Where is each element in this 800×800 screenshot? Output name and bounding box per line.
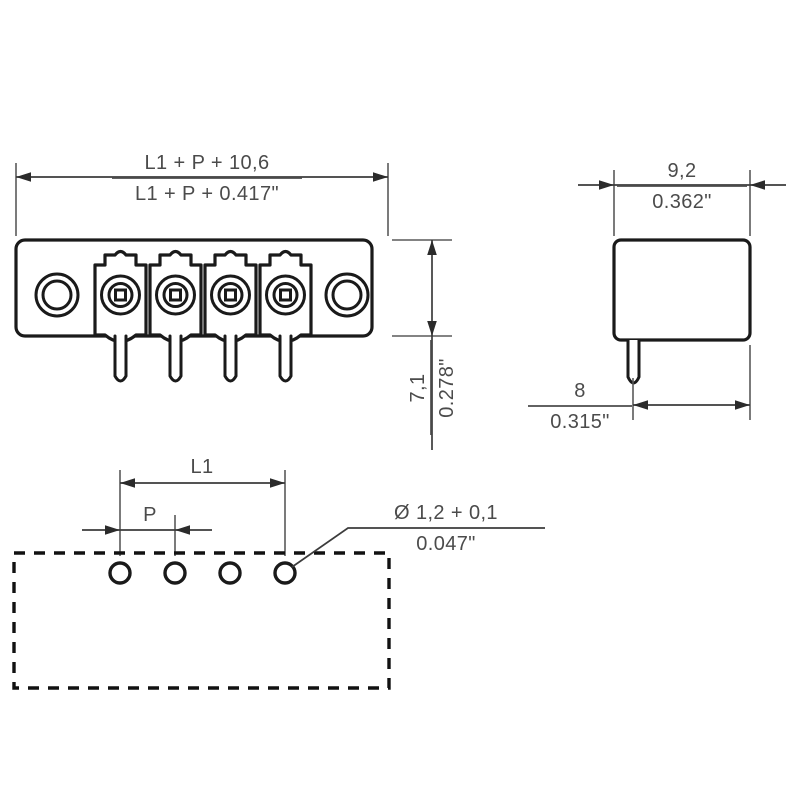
pole-4 xyxy=(258,249,313,344)
hole-diameter-metric-label: Ø 1,2 + 0,1 xyxy=(394,502,498,524)
side-view xyxy=(612,238,752,385)
pcb-outline xyxy=(12,551,391,690)
side-width-dimension: 9,2 0.362" xyxy=(578,160,786,236)
arrowhead-left-icon xyxy=(120,478,135,488)
pole-1 xyxy=(93,249,148,344)
pitch-p-label: P xyxy=(143,504,157,526)
arrowhead-right-icon xyxy=(735,400,750,410)
leader-line xyxy=(291,527,545,568)
pole-2 xyxy=(148,249,203,344)
arrowhead-top-icon xyxy=(427,240,437,255)
pitch-p-dimension: P xyxy=(82,504,212,556)
overall-width-imperial-label: L1 + P + 0.417" xyxy=(135,183,279,205)
arrowhead-right-icon xyxy=(270,478,285,488)
solder-pin-3 xyxy=(223,334,238,383)
side-offset-dimension: 8 0.315" xyxy=(528,345,751,433)
side-width-metric-label: 9,2 xyxy=(667,160,696,182)
arrowhead-left-icon xyxy=(599,180,614,190)
hole-diameter-callout: Ø 1,2 + 0,1 0.047" xyxy=(291,502,545,568)
side-offset-imperial-label: 0.315" xyxy=(550,411,610,433)
arrowhead-left-icon xyxy=(633,400,648,410)
hole-diameter-imperial-label: 0.047" xyxy=(416,533,476,555)
side-solder-pin xyxy=(626,338,641,385)
solder-pin-1 xyxy=(113,334,128,383)
side-offset-metric-label: 8 xyxy=(574,380,586,402)
front-view xyxy=(14,238,374,383)
mounting-hole-left xyxy=(34,272,80,318)
height-imperial-label: 0.278" xyxy=(436,358,458,418)
pcb-pad-4 xyxy=(273,561,297,585)
arrowhead-left-icon xyxy=(105,525,120,535)
solder-pin-4 xyxy=(278,334,293,383)
overall-width-metric-label: L1 + P + 10,6 xyxy=(145,152,270,174)
pcb-pad-3 xyxy=(218,561,242,585)
overall-width-dimension: L1 + P + 10,6 L1 + P + 0.417" xyxy=(15,152,389,236)
arrowhead-left-icon xyxy=(16,172,31,182)
pcb-pad-2 xyxy=(163,561,187,585)
mounting-hole-right xyxy=(324,272,370,318)
pcb-pad-1 xyxy=(108,561,132,585)
solder-pin-2 xyxy=(168,334,183,383)
span-l1-label: L1 xyxy=(190,456,213,478)
side-housing-body xyxy=(612,238,752,342)
side-width-imperial-label: 0.362" xyxy=(652,191,712,213)
arrowhead-right-icon xyxy=(175,525,190,535)
arrowhead-right-icon xyxy=(373,172,388,182)
height-dimension: 7,1 0.278" xyxy=(392,239,458,450)
arrowhead-bottom-icon xyxy=(427,321,437,336)
pole-3 xyxy=(203,249,258,344)
pcb-layout-view xyxy=(12,551,391,690)
height-metric-label: 7,1 xyxy=(407,373,429,402)
arrowhead-right-icon xyxy=(750,180,765,190)
span-l1-dimension: L1 xyxy=(119,456,286,556)
